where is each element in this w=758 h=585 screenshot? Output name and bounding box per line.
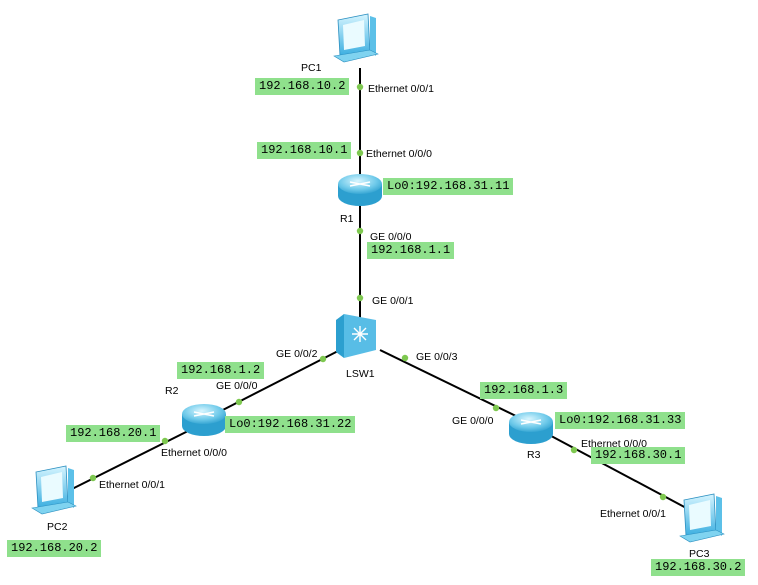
switch-icon (335, 313, 377, 359)
router-icon (337, 173, 383, 207)
port-dot (356, 83, 364, 91)
r3-ge-port-label: GE 0/0/0 (452, 415, 494, 427)
r1-name-label: R1 (340, 213, 354, 225)
pc2-device[interactable] (31, 465, 77, 515)
port-dot (492, 404, 500, 412)
r2-ge-port-label: GE 0/0/0 (216, 380, 258, 392)
link-lsw1-r2 (214, 349, 341, 415)
router-icon (181, 403, 227, 437)
r3-eth-ip-label: 192.168.30.1 (591, 447, 686, 464)
port-dot (570, 446, 578, 454)
r2-loopback-ip-label: Lo0:192.168.31.22 (225, 416, 356, 433)
r1-ge-ip-label: 192.168.1.1 (367, 242, 455, 259)
port-dot (356, 227, 364, 235)
r1-eth-port-label: Ethernet 0/0/0 (366, 148, 432, 160)
r1-ge-port-label: GE 0/0/0 (370, 231, 412, 243)
pc3-device[interactable] (679, 493, 725, 543)
r3-ge-ip-label: 192.168.1.3 (480, 382, 568, 399)
r1-device[interactable] (337, 173, 383, 207)
port-dot (319, 355, 327, 363)
router-icon (508, 411, 554, 445)
pc1-device[interactable] (333, 13, 379, 63)
port-dot (235, 398, 243, 406)
port-dot (356, 149, 364, 157)
pc2-ip-label: 192.168.20.2 (7, 540, 102, 557)
port-dot (659, 493, 667, 501)
r3-name-label: R3 (527, 449, 541, 461)
pc2-name-label: PC2 (47, 521, 68, 533)
lsw1-ge2-port-label: GE 0/0/2 (276, 348, 318, 360)
pc-icon (679, 493, 725, 543)
r2-ge-ip-label: 192.168.1.2 (177, 362, 265, 379)
pc2-port-label: Ethernet 0/0/1 (99, 479, 165, 491)
pc1-ip-label: 192.168.10.2 (255, 78, 350, 95)
pc-icon (333, 13, 379, 63)
r3-loopback-ip-label: Lo0:192.168.31.33 (555, 412, 686, 429)
lsw1-name-label: LSW1 (346, 368, 375, 380)
lsw1-device[interactable] (335, 313, 377, 359)
r2-name-label: R2 (165, 385, 179, 397)
port-dot (161, 437, 169, 445)
pc3-ip-label: 192.168.30.2 (651, 559, 746, 576)
lsw1-ge3-port-label: GE 0/0/3 (416, 351, 458, 363)
port-dot (89, 474, 97, 482)
r1-loopback-ip-label: Lo0:192.168.31.11 (383, 178, 514, 195)
port-dot (356, 294, 364, 302)
pc1-port-label: Ethernet 0/0/1 (368, 83, 434, 95)
r2-eth-ip-label: 192.168.20.1 (66, 425, 161, 442)
pc3-port-label: Ethernet 0/0/1 (600, 508, 666, 520)
port-dots (89, 83, 667, 501)
r2-eth-port-label: Ethernet 0/0/0 (161, 447, 227, 459)
pc-icon (31, 465, 77, 515)
r2-device[interactable] (181, 403, 227, 437)
lsw1-ge1-port-label: GE 0/0/1 (372, 295, 414, 307)
port-dot (401, 354, 409, 362)
pc3-name-label: PC3 (689, 548, 710, 560)
r3-device[interactable] (508, 411, 554, 445)
r1-eth-ip-label: 192.168.10.1 (257, 142, 352, 159)
pc1-name-label: PC1 (301, 62, 322, 74)
